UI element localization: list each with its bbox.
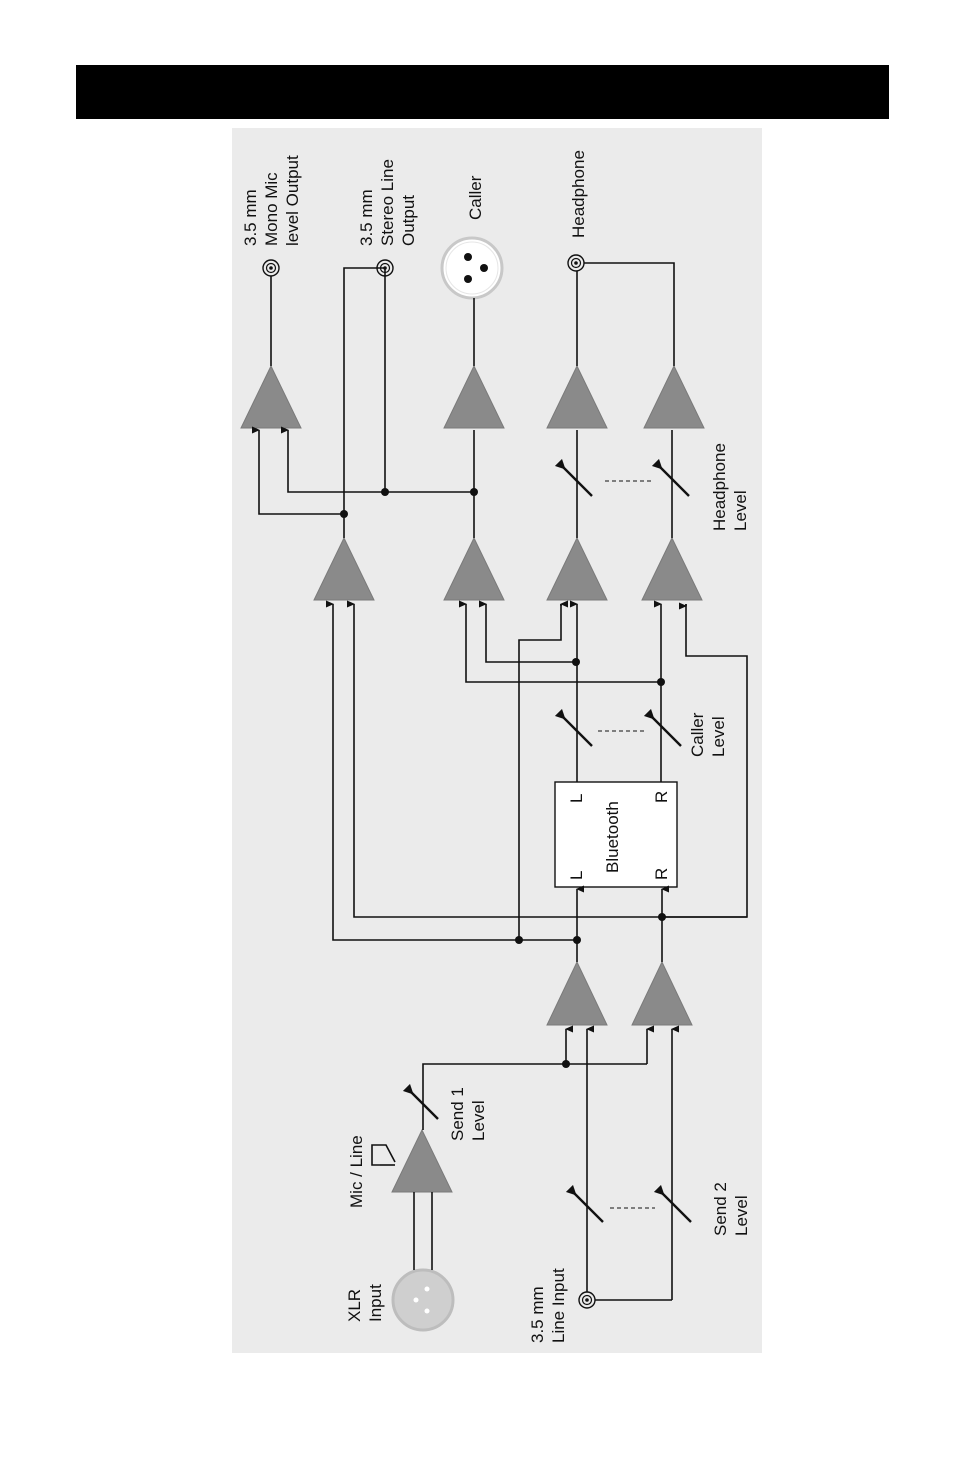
line-input-label-line2: Line Input — [549, 1268, 568, 1343]
send2-level-label-line2: Level — [732, 1195, 751, 1236]
headphone-level-label-line2: Level — [731, 490, 750, 531]
mix-amp-1-icon — [313, 536, 375, 601]
send1-level-label-line2: Level — [469, 1100, 488, 1141]
send2-level-right-knob-icon — [653, 1184, 692, 1223]
bluetooth-in-left-label: L — [567, 871, 586, 880]
caller-level-label-line2: Level — [709, 716, 728, 757]
bluetooth-in-right-label: R — [652, 868, 671, 880]
stereo-output-label-line3: Output — [399, 195, 418, 246]
stereo-output-label-line1: 3.5 mm — [357, 189, 376, 246]
bluetooth-label: Bluetooth — [603, 801, 622, 873]
mic-preamp-icon — [391, 1128, 453, 1193]
headphone-level-right-knob-icon — [651, 458, 690, 497]
junction-dots — [340, 488, 666, 1068]
mono-output-label-line1: 3.5 mm — [241, 189, 260, 246]
mono-output-label-line3: level Output — [283, 155, 302, 246]
caller-level-left-knob-icon — [554, 708, 593, 747]
caller-output-label: Caller — [466, 175, 485, 220]
headphone-right-amp-icon — [643, 364, 705, 429]
headphone-level-left-knob-icon — [554, 458, 593, 497]
send1-level-label-line1: Send 1 — [448, 1087, 467, 1141]
xlr-input-label-line1: XLR — [345, 1289, 364, 1322]
caller-level-right-knob-icon — [643, 708, 682, 747]
caller-xlr-connector-icon — [440, 236, 504, 300]
headphone-left-amp-icon — [546, 364, 608, 429]
caller-output-amp-icon — [443, 364, 505, 429]
bluetooth-module — [554, 781, 678, 888]
caller-level-label-line1: Caller — [688, 712, 707, 757]
headphone-jack-icon — [567, 254, 585, 272]
line-input-jack-icon — [578, 1291, 596, 1309]
headphone-output-label: Headphone — [569, 150, 588, 238]
header-bar — [76, 65, 889, 119]
line-input-label-line1: 3.5 mm — [528, 1286, 547, 1343]
headphone-mix-right-amp-icon — [641, 536, 703, 601]
mono-output-label-line2: Mono Mic — [262, 172, 281, 246]
bluetooth-out-left-label: L — [567, 794, 586, 803]
mono-mic-output-amp-icon — [240, 364, 302, 429]
mono-mic-output-jack-icon — [262, 259, 280, 277]
xlr-input-label-line2: Input — [366, 1284, 385, 1322]
xlr-input-connector-icon — [391, 1268, 455, 1332]
caller-mix-amp-icon — [443, 536, 505, 601]
send1-level-knob-icon — [402, 1083, 439, 1120]
bluetooth-out-right-label: R — [652, 791, 671, 803]
mic-line-switch-label: Mic / Line — [347, 1135, 366, 1208]
send2-level-left-knob-icon — [565, 1184, 604, 1223]
send2-level-label-line1: Send 2 — [711, 1182, 730, 1236]
headphone-mix-left-amp-icon — [546, 536, 608, 601]
stereo-output-label-line2: Stereo Line — [378, 159, 397, 246]
input-mix-left-amp-icon — [546, 960, 608, 1026]
input-mix-right-amp-icon — [631, 960, 693, 1026]
headphone-level-label-line1: Headphone — [710, 443, 729, 531]
